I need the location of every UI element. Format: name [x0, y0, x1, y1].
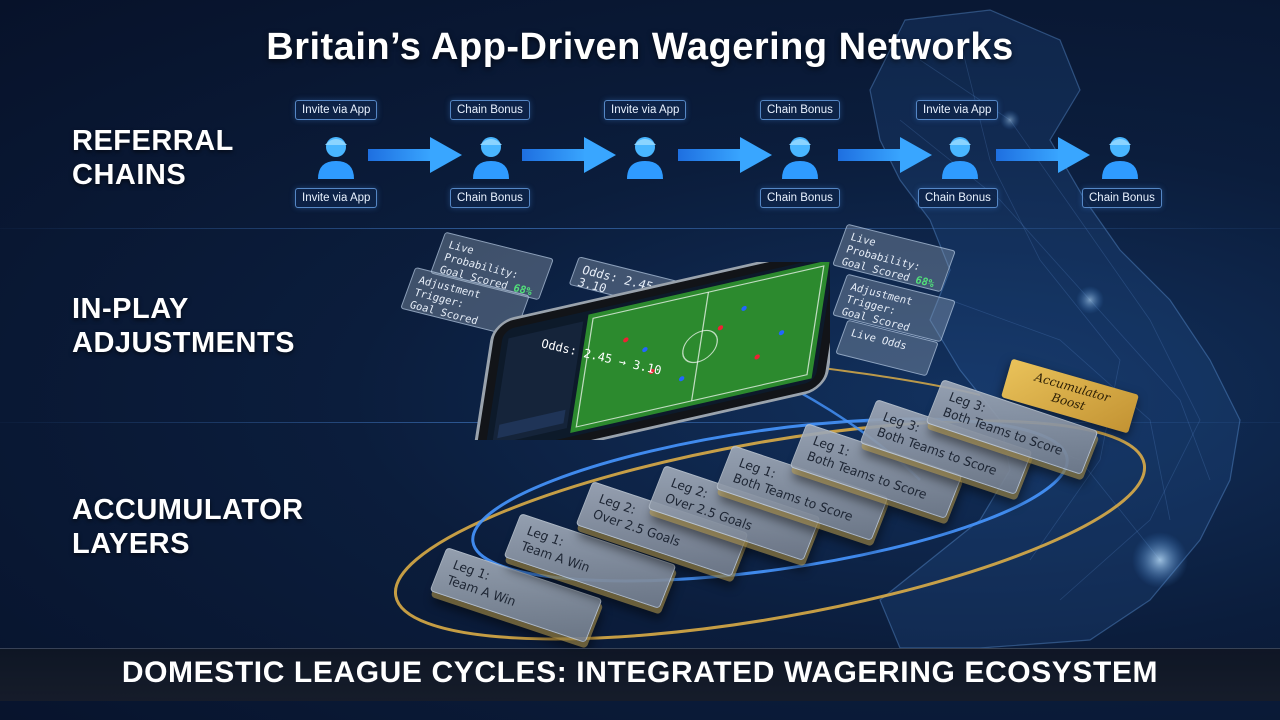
user-icon	[942, 137, 978, 179]
section-label-line: LAYERS	[72, 528, 190, 560]
section-label-line: IN-PLAY	[72, 293, 189, 325]
section-label-line: REFERRAL	[72, 125, 234, 157]
section-label-accumulator-layers: ACCUMULATOR LAYERS	[72, 493, 304, 561]
chip-chain-bonus: Chain Bonus	[918, 188, 998, 208]
chip-invite-via-app: Invite via App	[916, 100, 999, 120]
footer-bar	[0, 648, 1280, 701]
arrow-right-icon	[996, 137, 1090, 173]
arrow-right-icon	[838, 137, 932, 173]
section-divider	[0, 228, 1280, 229]
footer-caption: DOMESTIC LEAGUE CYCLES: INTEGRATED WAGER…	[121, 656, 1159, 689]
chip-invite-via-app: Invite via App	[604, 100, 687, 120]
chip-chain-bonus: Chain Bonus	[760, 188, 840, 208]
user-icon	[627, 137, 663, 179]
chip-chain-bonus: Chain Bonus	[450, 100, 530, 120]
page-title: Britain’s App-Driven Wagering Networks	[266, 26, 1014, 68]
user-icon	[782, 137, 818, 179]
section-label-line: ADJUSTMENTS	[72, 327, 296, 359]
chip-invite-via-app: Invite via App	[295, 100, 378, 120]
chip-invite-via-app: Invite via App	[295, 188, 378, 208]
smartphone-illustration	[472, 262, 830, 440]
user-icon	[473, 137, 509, 179]
section-label-line: ACCUMULATOR	[72, 494, 304, 526]
chip-chain-bonus: Chain Bonus	[450, 188, 530, 208]
arrow-right-icon	[678, 137, 772, 173]
chip-chain-bonus: Chain Bonus	[1082, 188, 1162, 208]
user-icon	[1102, 137, 1138, 179]
user-icon	[318, 137, 354, 179]
section-label-inplay-adjustments: IN-PLAY ADJUSTMENTS	[72, 292, 295, 360]
chip-chain-bonus: Chain Bonus	[760, 100, 840, 120]
section-label-line: CHAINS	[72, 159, 187, 191]
section-label-referral-chains: REFERRAL CHAINS	[72, 124, 234, 192]
arrow-right-icon	[368, 137, 462, 173]
arrow-right-icon	[522, 137, 616, 173]
